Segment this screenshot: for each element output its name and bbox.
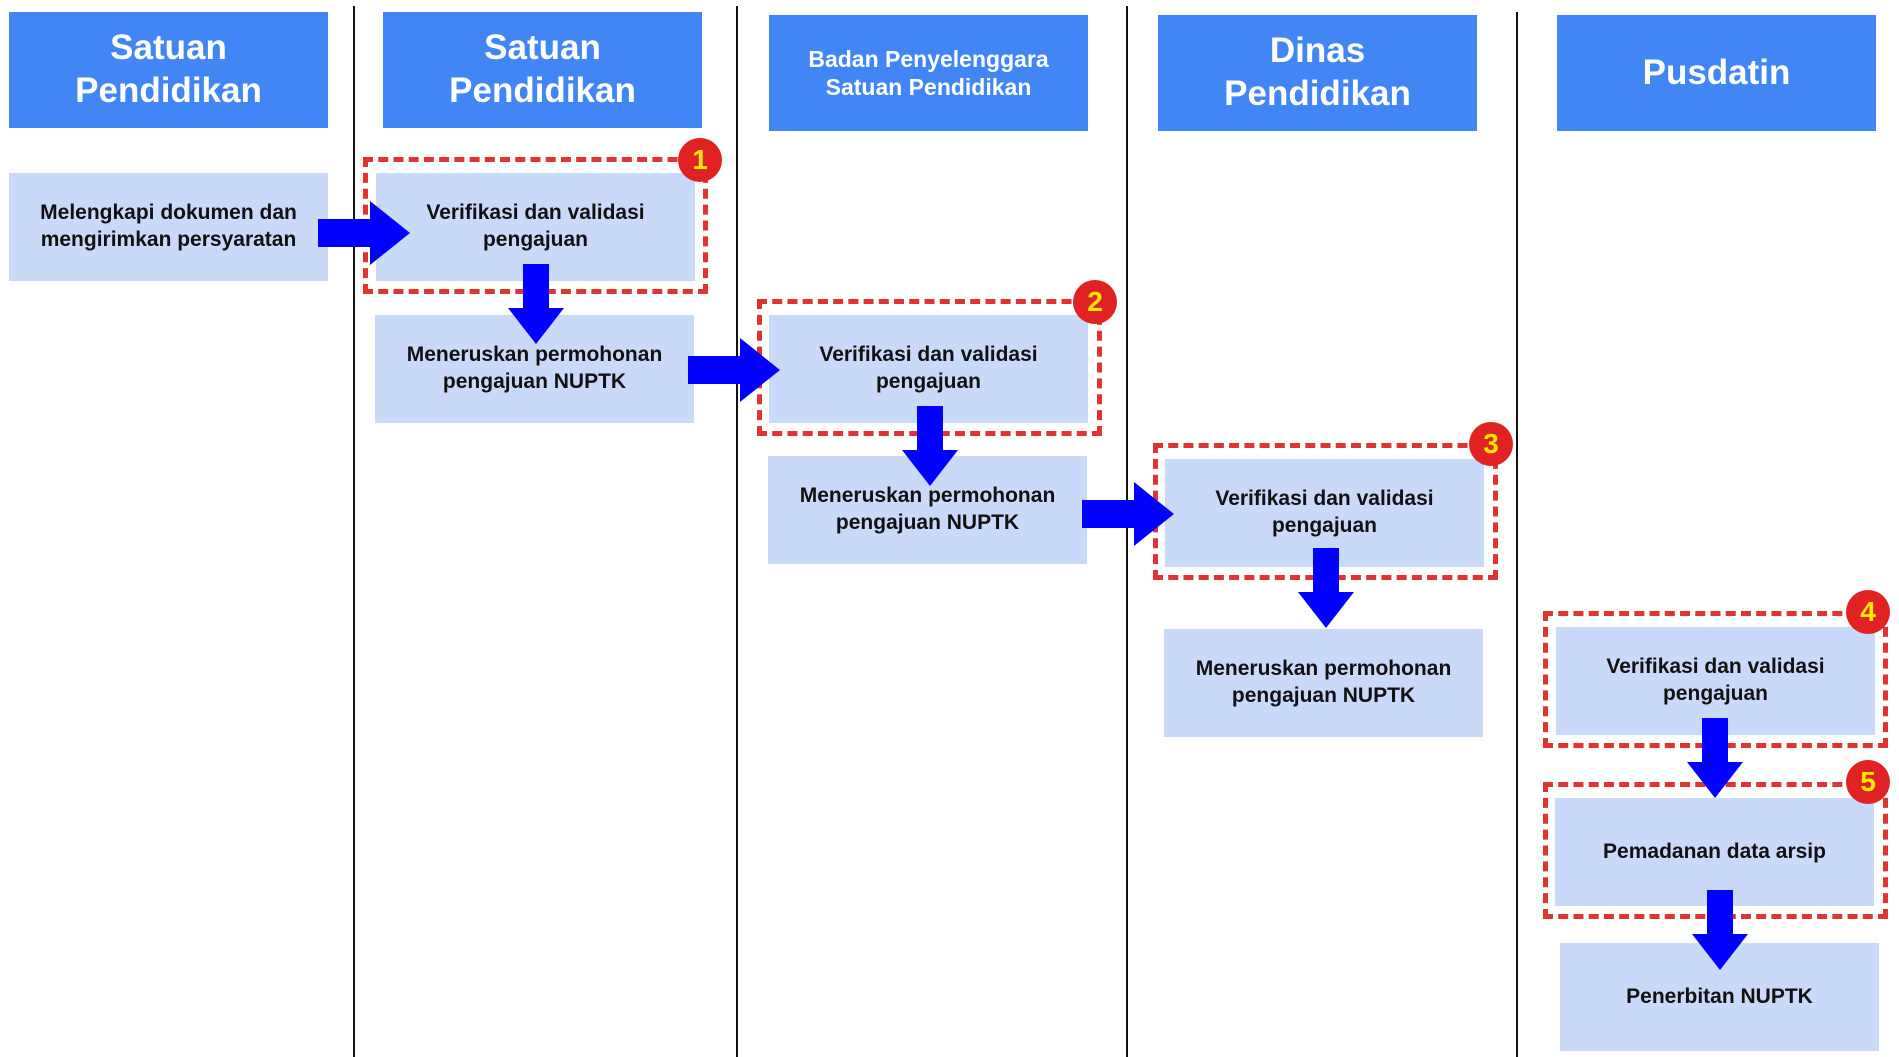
step-label: Verifikasi dan validasi pengajuan: [426, 201, 645, 251]
arrow-right-icon: [1082, 482, 1174, 546]
step-label: Verifikasi dan validasi pengajuan: [819, 343, 1038, 393]
step-label: Melengkapi dokumen dan mengirimkan persy…: [40, 201, 297, 251]
lane-header-line: Badan Penyelenggara: [808, 45, 1049, 72]
step-label: Penerbitan NUPTK: [1626, 984, 1813, 1008]
arrow-right-icon: [688, 338, 780, 402]
step-number-badge: 4: [1846, 590, 1890, 634]
arrow-right-icon: [318, 201, 410, 265]
arrow-down-icon: [1298, 548, 1354, 628]
lane-divider: [1126, 6, 1128, 1057]
step-number-badge: 3: [1469, 422, 1513, 466]
arrow-down-icon: [1687, 718, 1743, 798]
step-number-badge: 1: [678, 138, 722, 182]
lane-header-line: Pusdatin: [1642, 52, 1791, 92]
lane-header-line: Satuan: [484, 28, 601, 68]
lane-header-line: Pendidikan: [75, 71, 262, 110]
lane-header-line: Pendidikan: [449, 71, 636, 110]
lane-header-line: Pendidikan: [1224, 74, 1411, 113]
step-meneruskan-dinas: Meneruskan permohonan pengajuan NUPTK: [1164, 629, 1483, 737]
arrow-down-icon: [1692, 890, 1748, 970]
step-penerbitan-nuptk: Penerbitan NUPTK: [1560, 943, 1879, 1051]
lane-header-pusdatin: Pusdatin: [1557, 15, 1876, 131]
arrow-down-icon: [902, 406, 958, 486]
step-label: Meneruskan permohonan pengajuan NUPTK: [1195, 657, 1452, 707]
step-number-badge: 2: [1073, 280, 1117, 324]
step-verifikasi-satuan: Verifikasi dan validasi pengajuan: [376, 173, 695, 281]
step-label: Verifikasi dan validasi pengajuan: [1215, 487, 1434, 537]
lane-header-line: Satuan: [110, 28, 227, 68]
step-verifikasi-badan: Verifikasi dan validasi pengajuan: [769, 315, 1088, 423]
step-label: Meneruskan permohonan pengajuan NUPTK: [406, 343, 663, 393]
arrow-down-icon: [508, 264, 564, 344]
step-label: Meneruskan permohonan pengajuan NUPTK: [799, 484, 1056, 534]
lane-divider: [736, 6, 738, 1057]
step-label: Verifikasi dan validasi pengajuan: [1606, 655, 1825, 705]
lane-divider: [353, 6, 355, 1057]
step-melengkapi-dokumen: Melengkapi dokumen dan mengirimkan persy…: [9, 173, 328, 281]
step-verifikasi-pusdatin: Verifikasi dan validasi pengajuan: [1556, 627, 1875, 735]
step-label: Pemadanan data arsip: [1603, 839, 1826, 863]
lane-header-line: Satuan Pendidikan: [825, 74, 1032, 100]
step-number-badge: 5: [1846, 760, 1890, 804]
lane-header-line: Dinas: [1269, 31, 1366, 71]
step-pemadanan-data-arsip: Pemadanan data arsip: [1555, 798, 1874, 906]
lane-divider: [1516, 12, 1518, 1057]
